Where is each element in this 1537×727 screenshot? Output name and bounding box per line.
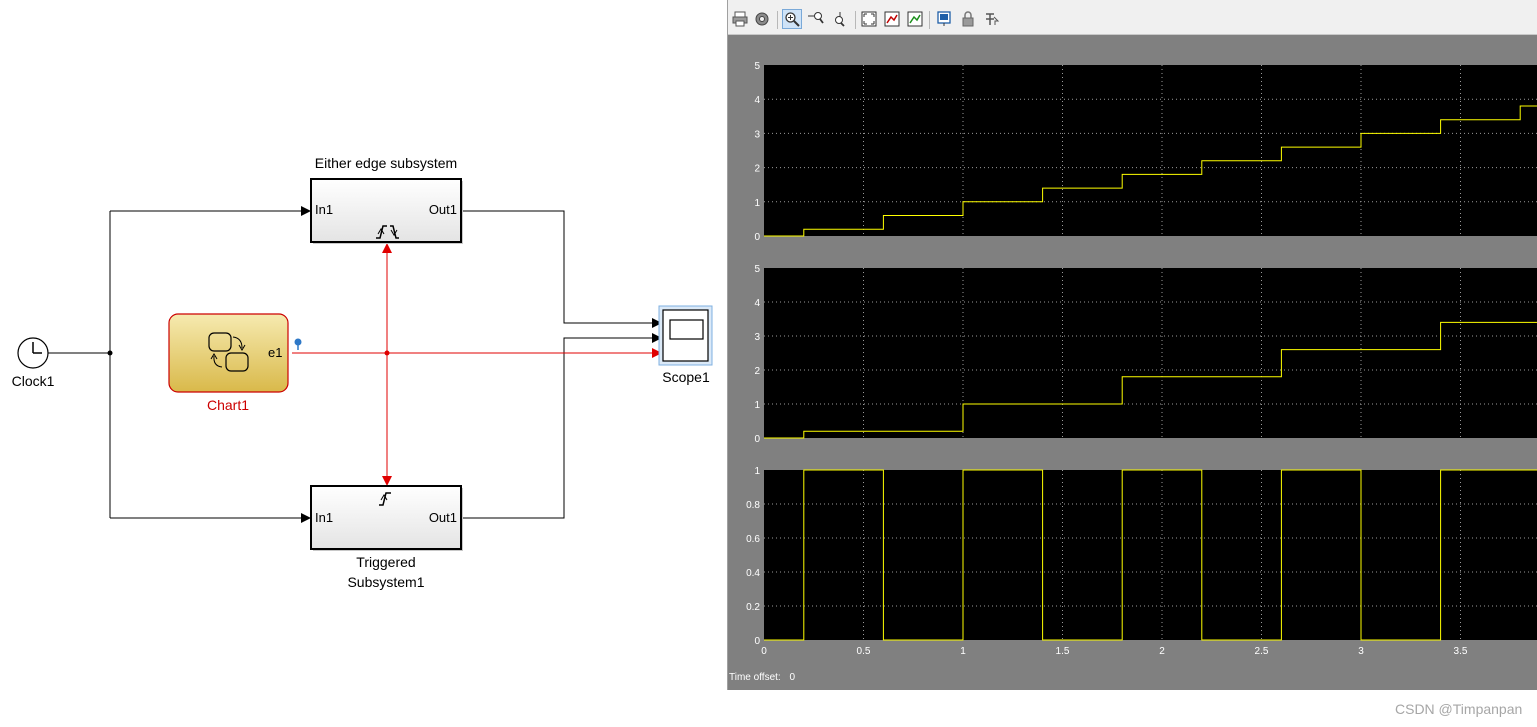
y-tick-label: 4 (754, 95, 760, 106)
y-tick-label: 3 (754, 129, 760, 140)
x-tick-label: 1 (960, 646, 966, 657)
time-offset-value: 0 (789, 672, 796, 683)
signal-selection-icon[interactable] (982, 9, 1002, 29)
print-icon[interactable] (730, 9, 750, 29)
triggered-subsystem-block[interactable]: In1 Out1 Triggered Subsystem1 (310, 485, 463, 590)
y-tick-label: 0.6 (746, 534, 760, 545)
signal-trace-1 (764, 105, 1537, 237)
x-tick-label: 3 (1358, 646, 1364, 657)
triggered-out-port: Out1 (429, 510, 457, 525)
y-tick-label: 0 (754, 434, 760, 445)
y-tick-label: 1 (754, 400, 760, 411)
x-tick-label: 2 (1159, 646, 1165, 657)
zoom-in-icon[interactable] (782, 9, 802, 29)
restore-axes-icon[interactable] (905, 9, 925, 29)
event-branch-point (384, 350, 390, 356)
event-signal-lines[interactable] (292, 243, 662, 486)
either-edge-subsystem-block[interactable]: Either edge subsystem In1 Out1 (310, 155, 463, 244)
chart-block[interactable]: e1 Chart1 (168, 313, 289, 413)
y-tick-label: 5 (754, 264, 760, 275)
scope-label: Scope1 (662, 369, 710, 385)
clock-signal-lines[interactable] (48, 206, 311, 523)
zoom-x-icon[interactable] (806, 9, 826, 29)
plot-panel-3[interactable] (764, 470, 1537, 640)
scope-plot-area: 0 1 2 3 4 5 0 1 2 3 4 5 0 0.2 0.4 0.6 0.8 1 0 0.5 1 1.5 2 2.5 3 3… (728, 35, 1537, 690)
triggered-subsystem-title-line2: Subsystem1 (347, 574, 424, 590)
signal-trace-3 (764, 469, 1537, 641)
triggered-in-port: In1 (315, 510, 333, 525)
clock-block[interactable]: Clock1 (12, 337, 55, 389)
x-tick-label: 1.5 (1056, 646, 1070, 657)
clock-icon (32, 342, 42, 354)
either-edge-trigger-icon (376, 225, 399, 239)
either-edge-out-port: Out1 (429, 202, 457, 217)
watermark: CSDN @Timpanpan (1395, 701, 1523, 717)
scope-window: 0 1 2 3 4 5 0 1 2 3 4 5 0 0.2 0.4 0.6 0.8 1 0 0.5 1 1.5 2 2.5 3 3… (727, 0, 1537, 690)
y-tick-label: 0.8 (746, 500, 760, 511)
y-tick-label: 0 (754, 636, 760, 647)
y-tick-label: 2 (754, 366, 760, 377)
autoscale-icon[interactable] (859, 9, 879, 29)
x-tick-label: 2.5 (1255, 646, 1269, 657)
y-tick-label: 0 (754, 232, 760, 243)
clock-label: Clock1 (12, 373, 55, 389)
floating-scope-icon[interactable] (934, 9, 954, 29)
save-axes-icon[interactable] (882, 9, 902, 29)
chart-port-label: e1 (268, 345, 282, 360)
y-tick-label: 0.2 (746, 602, 760, 613)
x-tick-label: 0 (761, 646, 767, 657)
lock-icon[interactable] (958, 9, 978, 29)
scope-toolbar (728, 6, 1537, 35)
zoom-y-icon[interactable] (830, 9, 850, 29)
rising-edge-trigger-icon (379, 492, 391, 506)
x-tick-label: 0.5 (857, 646, 871, 657)
scope-block[interactable]: Scope1 (658, 305, 713, 385)
either-edge-subsystem-title: Either edge subsystem (315, 155, 457, 171)
y-tick-label: 1 (754, 198, 760, 209)
x-tick-label: 3.5 (1454, 646, 1468, 657)
signal-trace-2 (764, 321, 1537, 439)
scope-screen-icon (669, 319, 704, 340)
subsystem-output-lines[interactable] (463, 210, 662, 519)
chart-label: Chart1 (207, 397, 249, 413)
branch-point (107, 350, 113, 356)
time-offset-label: Time offset: (729, 672, 781, 683)
signal-logging-icon[interactable] (294, 338, 302, 351)
plot-panel-1[interactable] (764, 65, 1537, 236)
scope-plots[interactable]: 0 1 2 3 4 5 0 1 2 3 4 5 0 0.2 0.4 0.6 0.8 1 0 0.5 1 1.5 2 2.5 3 3… (728, 35, 1537, 690)
y-tick-label: 1 (754, 466, 760, 477)
y-tick-label: 5 (754, 61, 760, 72)
stateflow-icon (208, 332, 249, 372)
y-tick-label: 4 (754, 298, 760, 309)
y-tick-label: 3 (754, 332, 760, 343)
y-tick-label: 2 (754, 164, 760, 175)
plot-panel-2[interactable] (764, 268, 1537, 438)
y-tick-label: 0.4 (746, 568, 760, 579)
model-canvas[interactable]: Clock1 e1 Chart1 Either edge subsystem I… (0, 0, 728, 727)
settings-icon[interactable] (752, 9, 772, 29)
triggered-subsystem-title-line1: Triggered (356, 554, 415, 570)
either-edge-in-port: In1 (315, 202, 333, 217)
time-offset: Time offset: 0 (729, 672, 795, 683)
